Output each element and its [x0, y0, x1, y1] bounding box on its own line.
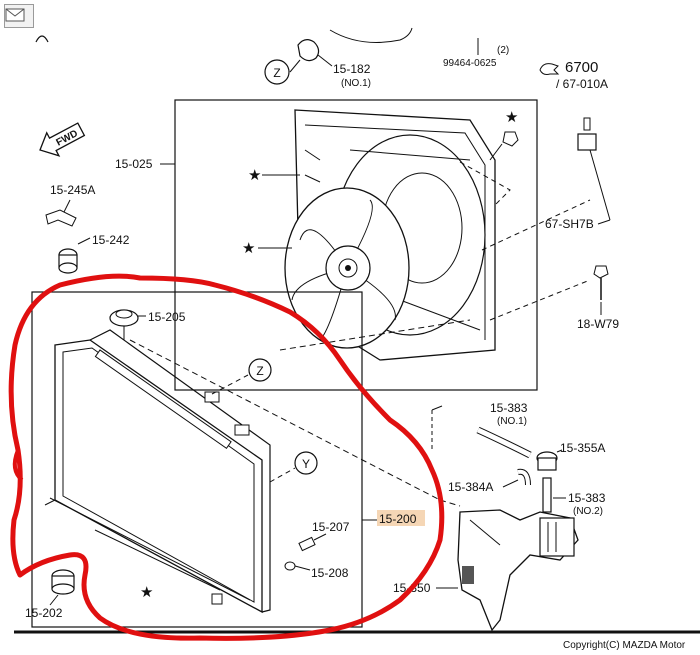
label-15-205: 15-205 [148, 310, 186, 324]
clip-part-67-sh7b [577, 117, 611, 225]
label-15-242: 15-242 [92, 233, 130, 247]
o-ring-part [284, 561, 311, 571]
star-marker: ★ [242, 240, 255, 257]
fan-blade [284, 187, 410, 349]
label-15-202: 15-202 [25, 606, 63, 620]
label-15-245A: 15-245A [50, 183, 95, 197]
label-15-208: 15-208 [311, 566, 349, 580]
label-6700: 6700 [565, 59, 598, 76]
label-99464-note: (2) [497, 45, 509, 56]
svg-text:FWD: FWD [54, 128, 79, 148]
bolt-part [489, 131, 519, 161]
mount-rubber-top [58, 237, 91, 274]
mount-rubber-bottom [49, 569, 75, 606]
reference-arrow-icon [539, 63, 560, 75]
fwd-arrow-icon: FWD [39, 122, 86, 157]
label-18-W79: 18-W79 [577, 317, 619, 331]
label-15-383-bottom-note: (NO.2) [573, 506, 603, 517]
label-15-182: 15-182 [333, 62, 371, 76]
radiator-core [44, 329, 271, 614]
copyright-text: Copyright(C) MAZDA Motor [563, 640, 686, 651]
callout-z-top: Z [264, 59, 290, 85]
hose-part-15-384a [502, 468, 531, 488]
label-15-182-note: (NO.1) [341, 78, 371, 89]
radiator-cap [109, 309, 146, 340]
hose-clamp-part [289, 39, 333, 73]
label-15-200-highlight [377, 510, 425, 526]
envelope-icon [5, 8, 25, 22]
mail-button[interactable] [4, 4, 34, 28]
label-67-SH7B: 67-SH7B [545, 217, 594, 231]
hose-part-15-383-bottom [542, 477, 566, 513]
label-15-200: 15-200 [379, 512, 417, 526]
bracket-part [45, 199, 77, 227]
callout-y: Y [269, 451, 318, 483]
label-15-383-top-note: (NO.1) [497, 416, 527, 427]
label-99464: 99464-0625 [443, 58, 497, 69]
fan-assembly-box [174, 99, 538, 391]
label-15-383-top: 15-383 [490, 401, 528, 415]
red-annotation-outline [8, 273, 445, 641]
label-15-355A: 15-355A [560, 441, 605, 455]
star-marker: ★ [505, 109, 518, 126]
reservoir-cap [536, 449, 563, 471]
label-15-207: 15-207 [312, 520, 350, 534]
label-15-383-bottom: 15-383 [568, 491, 606, 505]
label-15-384A: 15-384A [448, 480, 493, 494]
svg-text:Y: Y [302, 457, 310, 471]
coolant-reservoir [457, 509, 579, 632]
star-marker: ★ [140, 584, 153, 601]
star-marker: ★ [248, 167, 261, 184]
label-67-010A: / 67-010A [556, 77, 608, 91]
callout-z-mid: Z [211, 358, 272, 395]
label-15-025: 15-025 [115, 157, 153, 171]
bolt-part-18-w79 [593, 265, 609, 315]
svg-text:Z: Z [273, 66, 280, 80]
drain-plug-part [298, 533, 327, 552]
svg-text:Z: Z [256, 364, 263, 378]
hose-part-15-383-top [476, 426, 532, 459]
